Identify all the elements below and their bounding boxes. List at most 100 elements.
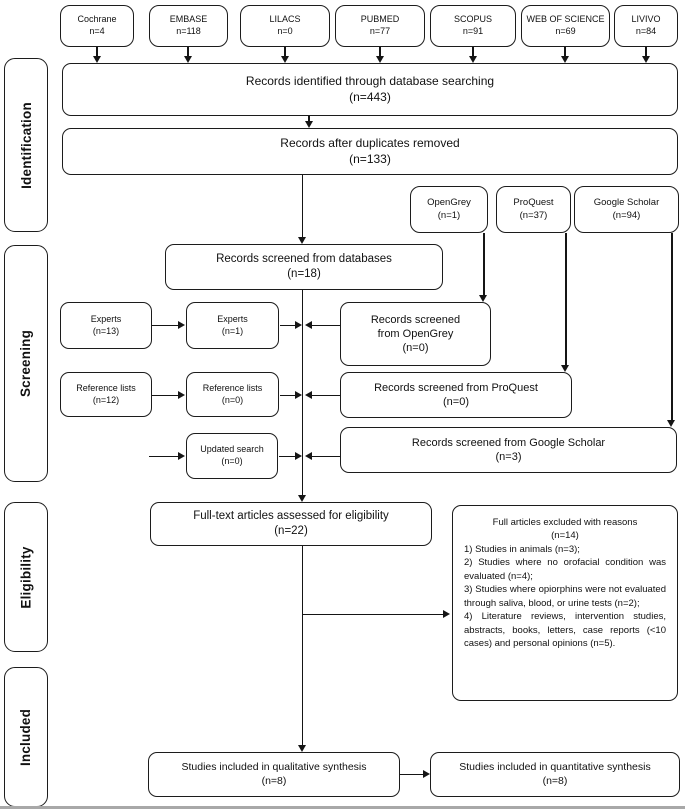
connector-line	[152, 394, 178, 396]
box-count: (n=3)	[495, 451, 522, 463]
box-text: Records after duplicates removed	[280, 135, 460, 150]
source-count: n=91	[462, 26, 484, 36]
source-name: EMBASE	[169, 14, 208, 25]
arrowhead-right	[295, 390, 302, 399]
excluded-count: (n=14)	[551, 530, 579, 542]
source-name: OpenGrey	[427, 197, 471, 209]
box-experts-13: Experts (n=13)	[60, 302, 152, 349]
box-count: (n=0)	[221, 456, 243, 466]
source-box-proquest: ProQuest (n=37)	[496, 186, 571, 233]
box-text: Records screened from Google Scholar	[411, 436, 606, 449]
box-count: (n=0)	[221, 394, 244, 405]
box-records-identified: Records identified through database sear…	[62, 63, 678, 116]
arrowhead-down	[560, 56, 569, 63]
connector-line	[280, 324, 295, 326]
source-name: Cochrane	[77, 14, 117, 25]
source-count: n=0	[277, 26, 293, 36]
arrowhead-down	[561, 365, 570, 372]
arrowhead-down	[667, 420, 676, 427]
connector-line	[301, 290, 303, 495]
arrowhead-down	[479, 295, 488, 302]
connector-line	[483, 233, 485, 295]
connector-line	[564, 47, 566, 56]
connector-line	[96, 47, 98, 56]
box-experts-1: Experts (n=1)	[186, 302, 279, 349]
box-text: Records identified through database sear…	[245, 73, 495, 88]
source-box-cochrane: Cochrane n=4	[60, 5, 134, 47]
connector-line	[279, 455, 295, 457]
connector-line	[149, 455, 178, 457]
excluded-reason: 1) Studies in animals (n=3);	[464, 543, 580, 555]
stage-screening: Screening	[4, 245, 48, 482]
source-count: n=4	[89, 26, 105, 36]
source-box-pubmed: PUBMED n=77	[335, 5, 425, 47]
stage-included: Included	[4, 667, 48, 807]
stage-label: Eligibility	[18, 545, 34, 609]
box-text: Studies included in quantitative synthes…	[459, 760, 651, 773]
box-fulltext-assessed: Full-text articles assessed for eligibil…	[150, 502, 432, 546]
box-count: (n=8)	[542, 774, 568, 787]
box-screened-opengrey: Records screened from OpenGrey (n=0)	[340, 302, 491, 366]
source-name: WEB OF SCIENCE	[526, 14, 605, 25]
source-name: Google Scholar	[593, 197, 660, 209]
source-name: PUBMED	[360, 14, 400, 25]
box-fulltext-excluded: Full articles excluded with reasons (n=1…	[452, 505, 678, 701]
source-name: ProQuest	[513, 197, 554, 209]
connector-line	[280, 394, 295, 396]
box-text: Experts	[217, 313, 248, 324]
arrowhead-right	[295, 451, 302, 460]
box-text: Updated search	[200, 444, 264, 455]
box-count: (n=13)	[92, 325, 120, 336]
connector-line	[302, 613, 443, 615]
connector-line	[301, 175, 303, 237]
arrowhead-left	[305, 320, 312, 329]
connector-line	[565, 233, 567, 365]
source-count: n=84	[635, 26, 657, 36]
box-screened-proquest: Records screened from ProQuest (n=0)	[340, 372, 572, 418]
box-duplicates-removed: Records after duplicates removed (n=133)	[62, 128, 678, 175]
arrowhead-down	[297, 237, 306, 244]
source-name: LIVIVO	[631, 14, 661, 25]
box-text: Full-text articles assessed for eligibil…	[193, 510, 389, 523]
box-count: (n=0)	[402, 342, 429, 355]
box-count: (n=18)	[287, 268, 321, 280]
arrowhead-down	[641, 56, 650, 63]
source-name: SCOPUS	[453, 14, 492, 25]
box-count: (n=443)	[349, 89, 391, 104]
page-bottom-rule	[0, 806, 685, 809]
arrowhead-right	[423, 769, 430, 778]
source-box-lilacs: LILACS n=0	[240, 5, 330, 47]
box-text: Experts	[90, 313, 122, 324]
source-box-embase: EMBASE n=118	[149, 5, 228, 47]
source-box-web-of-science: WEB OF SCIENCE n=69	[521, 5, 610, 47]
source-count: (n=1)	[437, 209, 461, 221]
arrowhead-left	[305, 390, 312, 399]
box-reference-lists-12: Reference lists (n=12)	[60, 372, 152, 417]
excluded-reason: 4) Literature reviews, intervention stud…	[464, 611, 666, 650]
box-text: Records screened from ProQuest	[374, 381, 538, 394]
box-text: from OpenGrey	[377, 327, 454, 340]
arrowhead-down	[468, 56, 477, 63]
box-count: (n=0)	[443, 396, 469, 408]
excluded-title: Full articles excluded with reasons	[492, 517, 638, 528]
arrowhead-left	[305, 451, 312, 460]
connector-line	[312, 394, 340, 396]
source-box-scopus: SCOPUS n=91	[430, 5, 516, 47]
connector-line	[308, 116, 310, 122]
excluded-reason: 2) Studies where no orofacial condition …	[464, 557, 666, 582]
box-text: Records screened from databases	[216, 253, 392, 266]
arrowhead-down	[92, 56, 101, 63]
box-screened-databases: Records screened from databases (n=18)	[165, 244, 443, 290]
connector-line	[312, 324, 340, 326]
source-count: n=77	[369, 26, 391, 36]
connector-line	[671, 233, 673, 420]
connector-line	[400, 773, 423, 775]
source-name: LILACS	[269, 14, 301, 25]
box-count: (n=133)	[349, 151, 391, 166]
connector-line	[472, 47, 474, 56]
box-count: (n=8)	[261, 774, 287, 787]
box-text: Reference lists	[76, 382, 136, 393]
box-reference-lists-0: Reference lists (n=0)	[186, 372, 279, 417]
box-count: (n=22)	[274, 525, 308, 537]
